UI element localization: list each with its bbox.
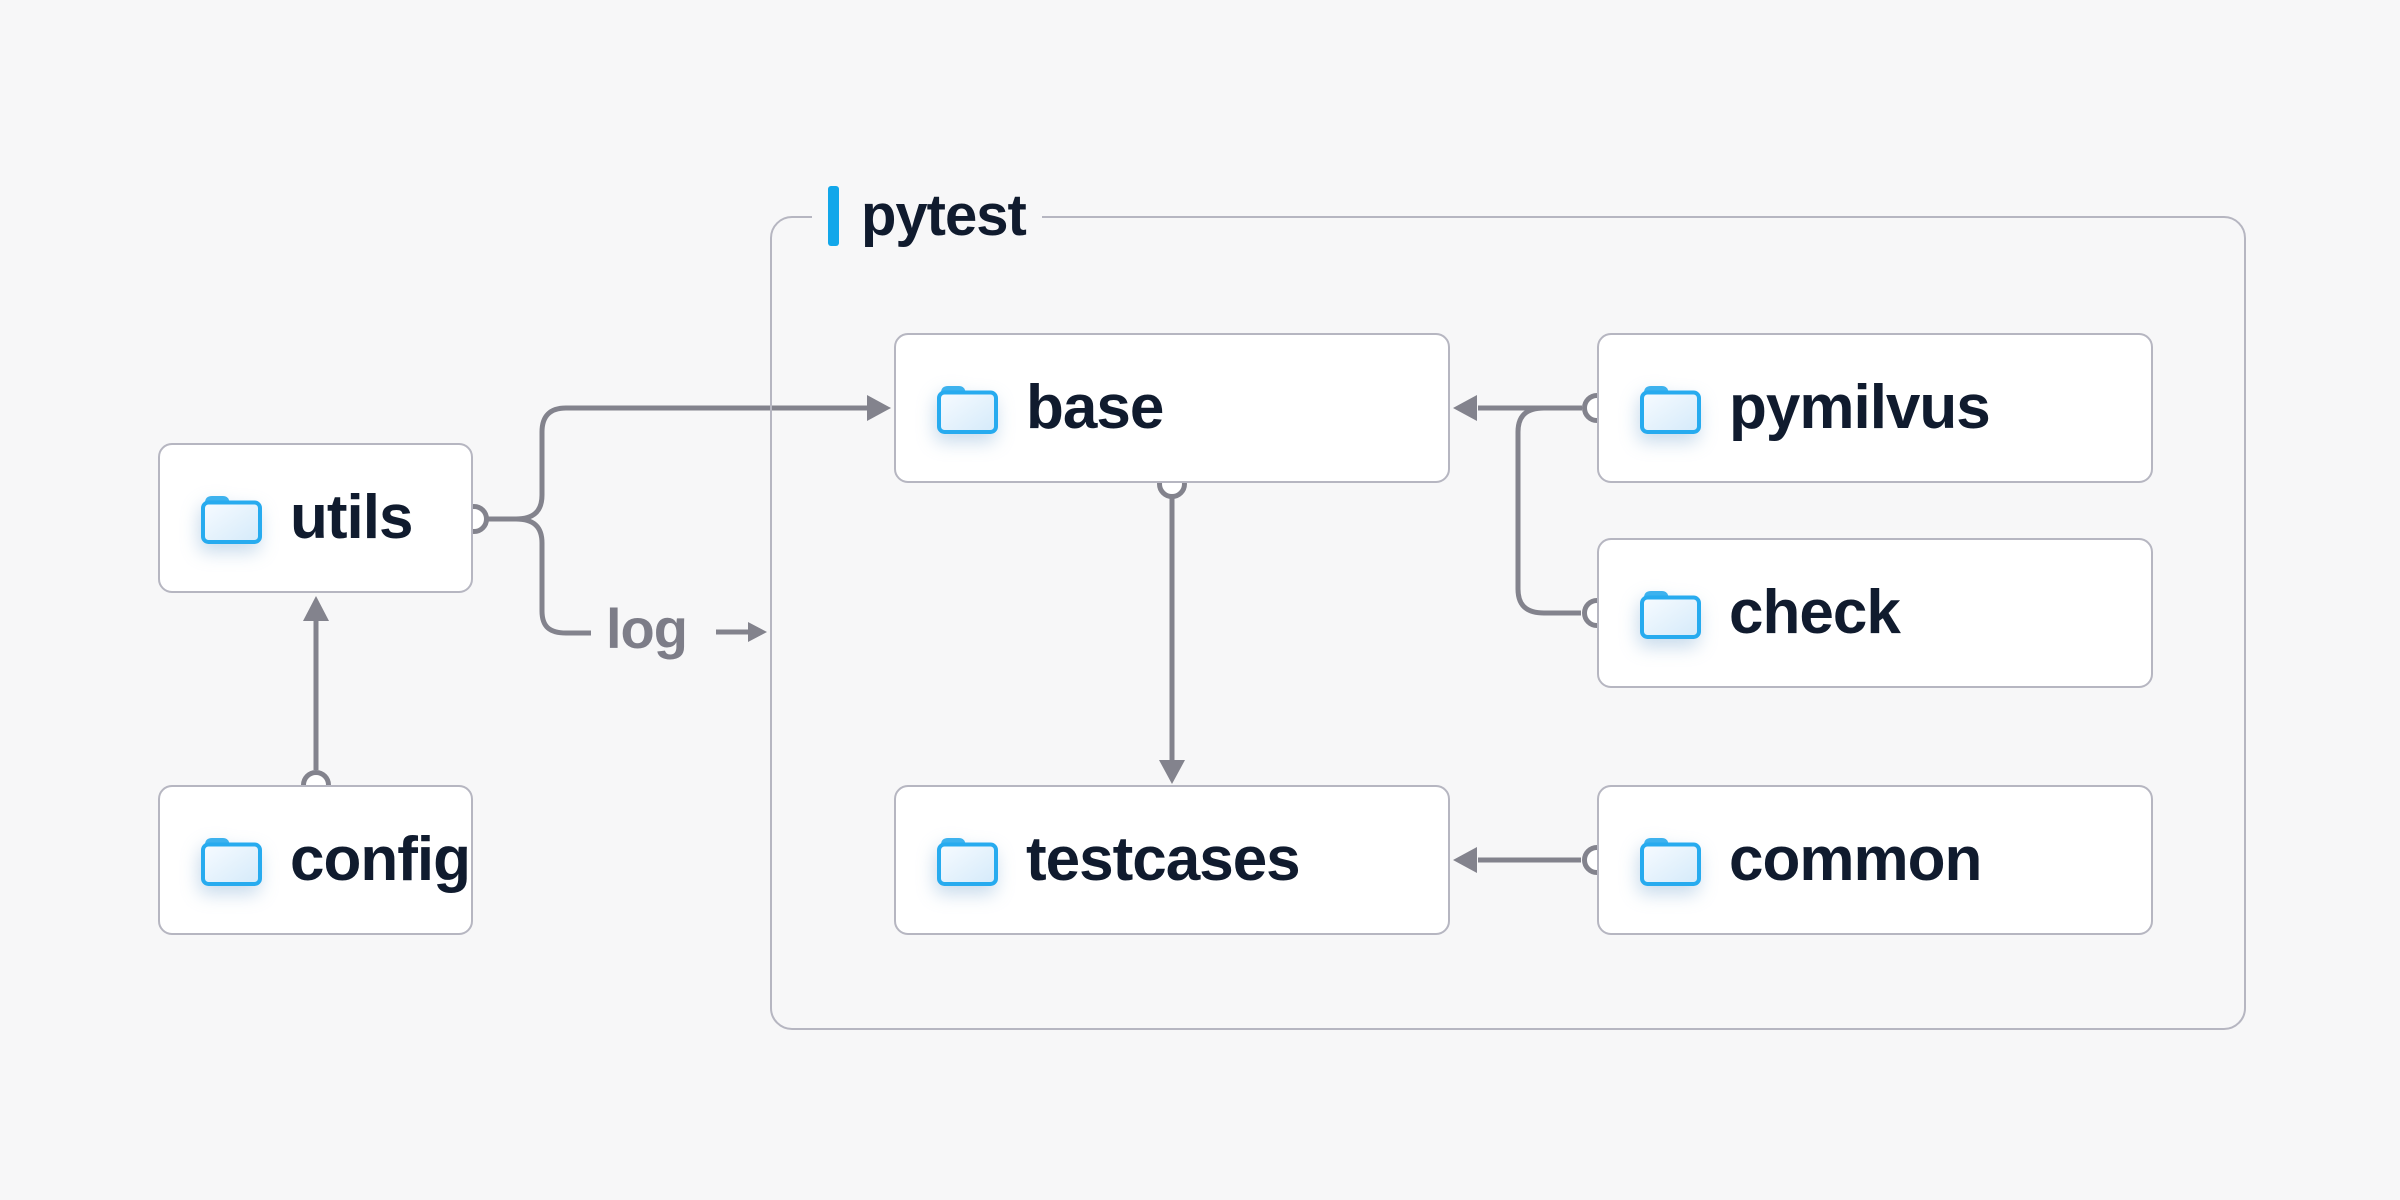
- group-label-text: pytest: [861, 183, 1027, 248]
- node-common: common: [1597, 785, 2153, 935]
- node-label: pymilvus: [1729, 373, 1991, 442]
- node-label: common: [1729, 825, 1982, 894]
- arrowhead-up-utils: [303, 596, 329, 621]
- node-utils: utils: [158, 443, 473, 593]
- node-base: base: [894, 333, 1450, 483]
- edge-label-log: log: [606, 597, 688, 660]
- folder-icon: [1640, 590, 1701, 639]
- folder-icon: [1640, 837, 1701, 886]
- pytest-group-box: [770, 216, 2246, 1030]
- node-check: check: [1597, 538, 2153, 688]
- folder-icon: [937, 385, 998, 434]
- pytest-group-label: pytest: [812, 179, 1042, 253]
- node-label: config: [290, 825, 471, 894]
- node-label: testcases: [1026, 825, 1301, 894]
- folder-icon: [201, 837, 262, 886]
- node-testcases: testcases: [894, 785, 1450, 935]
- node-label: base: [1026, 373, 1164, 442]
- node-config: config: [158, 785, 473, 935]
- node-pymilvus: pymilvus: [1597, 333, 2153, 483]
- folder-icon: [1640, 385, 1701, 434]
- folder-icon: [937, 837, 998, 886]
- folder-icon: [201, 495, 262, 544]
- arrowhead-right-log: [748, 622, 767, 642]
- edge-utils-log: [515, 516, 591, 636]
- node-label: check: [1729, 578, 1901, 647]
- label-accent-bar-icon: [828, 186, 839, 246]
- node-label: utils: [290, 483, 413, 552]
